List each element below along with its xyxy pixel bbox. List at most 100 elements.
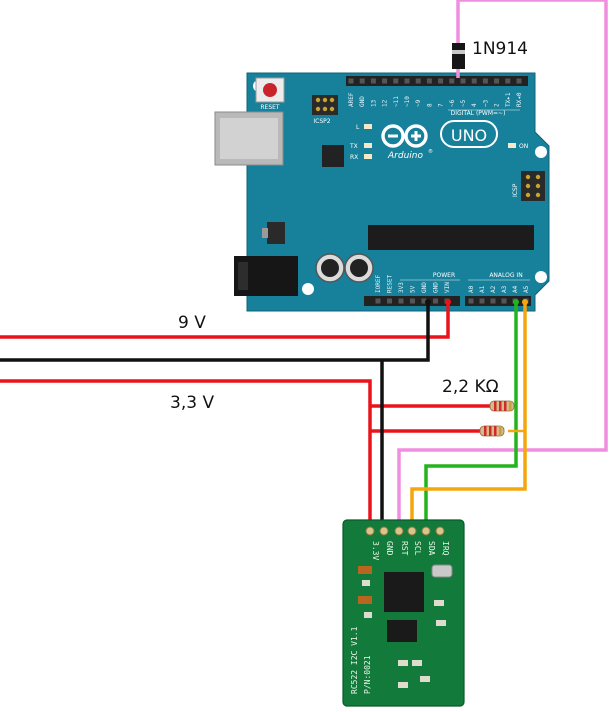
analog-pin [479,298,485,304]
power-pin [398,298,404,304]
wire-black-gnd [0,302,430,362]
module-pin-label: IRQ [441,541,450,556]
digital-pin [393,78,399,84]
digital-pin [426,78,432,84]
capacitors [315,253,374,283]
digital-pin [516,78,522,84]
digital-pin [460,78,466,84]
arduino-logo: Arduino ® [381,124,433,161]
diode-1n914 [452,43,465,69]
digital-pin-label: ~3 [482,99,489,107]
wire-pink-digital-to-rst [397,0,608,530]
power-pin-label: 5V [410,285,417,293]
led-rx-label: RX [350,154,358,161]
digital-pin-label: AREF [348,92,355,107]
power-pin [387,298,392,304]
module-pin-label: GND [385,541,394,556]
power-pin [433,298,438,304]
digital-pin [348,78,354,84]
wires [0,0,608,530]
module-pin-pad [435,526,445,536]
analog-pin-label: A4 [512,285,519,293]
uno-badge: UNO [440,120,498,148]
analog-pin-label: A2 [490,285,497,293]
analog-pin-label: A3 [501,285,508,293]
digital-pin-label: ~5 [460,99,467,107]
digital-pin-label: 7 [438,103,445,107]
icsp-label: ICSP [512,183,519,197]
wire-orange-a5-scl [410,302,527,530]
usb-controller-chip [322,145,344,167]
supply-3v3-label: 3,3 V [170,393,215,413]
wire-green-a4-sda [424,302,518,530]
reset-label: RESET [260,104,280,111]
icsp2-header: ICSP2 [312,95,338,125]
power-pin-label: IOREF [375,275,382,293]
digital-pin [449,78,455,84]
module-pin-pad [407,526,417,536]
digital-header-label: DIGITAL (PWM=~) [451,110,506,117]
power-pin-label: GND [433,282,440,293]
module-pin-pad [394,526,404,536]
wire-red-3v3 [0,379,372,530]
digital-pin [404,78,410,84]
digital-pin-label: ~9 [415,99,422,107]
module-pin-label: 3.3V [371,541,380,560]
analog-pin [501,298,507,304]
analog-pin-label: A1 [479,285,486,293]
digital-pin [505,78,511,84]
crystal [431,564,453,578]
module-pin-label: SDA [427,541,436,556]
power-pin [375,298,381,304]
analog-pin [468,298,474,304]
rc522-chip [384,572,424,612]
digital-pin [382,78,388,84]
voltage-regulator [267,222,285,244]
supply-9v-label: 9 V [178,313,206,333]
power-pin-label: RESET [387,275,394,293]
analog-pin-label: A0 [468,285,475,293]
digital-pin-label: ~6 [449,99,456,107]
icsp2-label: ICSP2 [313,118,330,125]
power-pin-label: 3V3 [398,282,405,293]
analog-header-label: ANALOG IN [489,272,522,279]
icsp-header: ICSP [512,171,545,201]
module-pin-pad [379,526,389,536]
power-pin [421,298,427,304]
module-pin-pad [421,526,431,536]
digital-pin [471,78,477,84]
led-l-label: L [356,124,360,131]
resistor-2 [479,425,505,437]
digital-pin [438,78,444,84]
reset-button [255,77,285,103]
uno-model-label: UNO [451,126,487,145]
diode-label: 1N914 [472,39,528,59]
module-pin-pad [365,526,375,536]
module-pin-label: SCL [413,541,422,556]
resistor-1 [489,400,515,412]
digital-pin-label: RX◂0 [516,92,523,107]
digital-pin-label: ~11 [393,96,400,107]
arduino-logo-text: Arduino [387,151,423,161]
analog-pin [490,298,496,304]
module-board-id: P/N:0021 [363,655,372,694]
digital-pin [482,78,488,84]
digital-pin [370,78,376,84]
digital-pin-label: 8 [426,103,433,107]
digital-pin-label: GND [359,96,366,107]
module-board-text: RC522 I2C V1.1 [350,626,359,694]
digital-pin [359,78,365,84]
resistor-label: 2,2 KΩ [442,377,499,397]
power-pin-label: GND [421,282,428,293]
digital-pin-label: 4 [471,103,478,107]
led-on-label: ON [519,143,528,150]
digital-pin-label: ~10 [404,96,411,107]
analog-pin-label: A5 [523,285,530,293]
atmega-microcontroller [368,225,534,250]
digital-pin [415,78,421,84]
digital-pin [494,78,500,84]
led-tx-label: TX [349,143,358,150]
